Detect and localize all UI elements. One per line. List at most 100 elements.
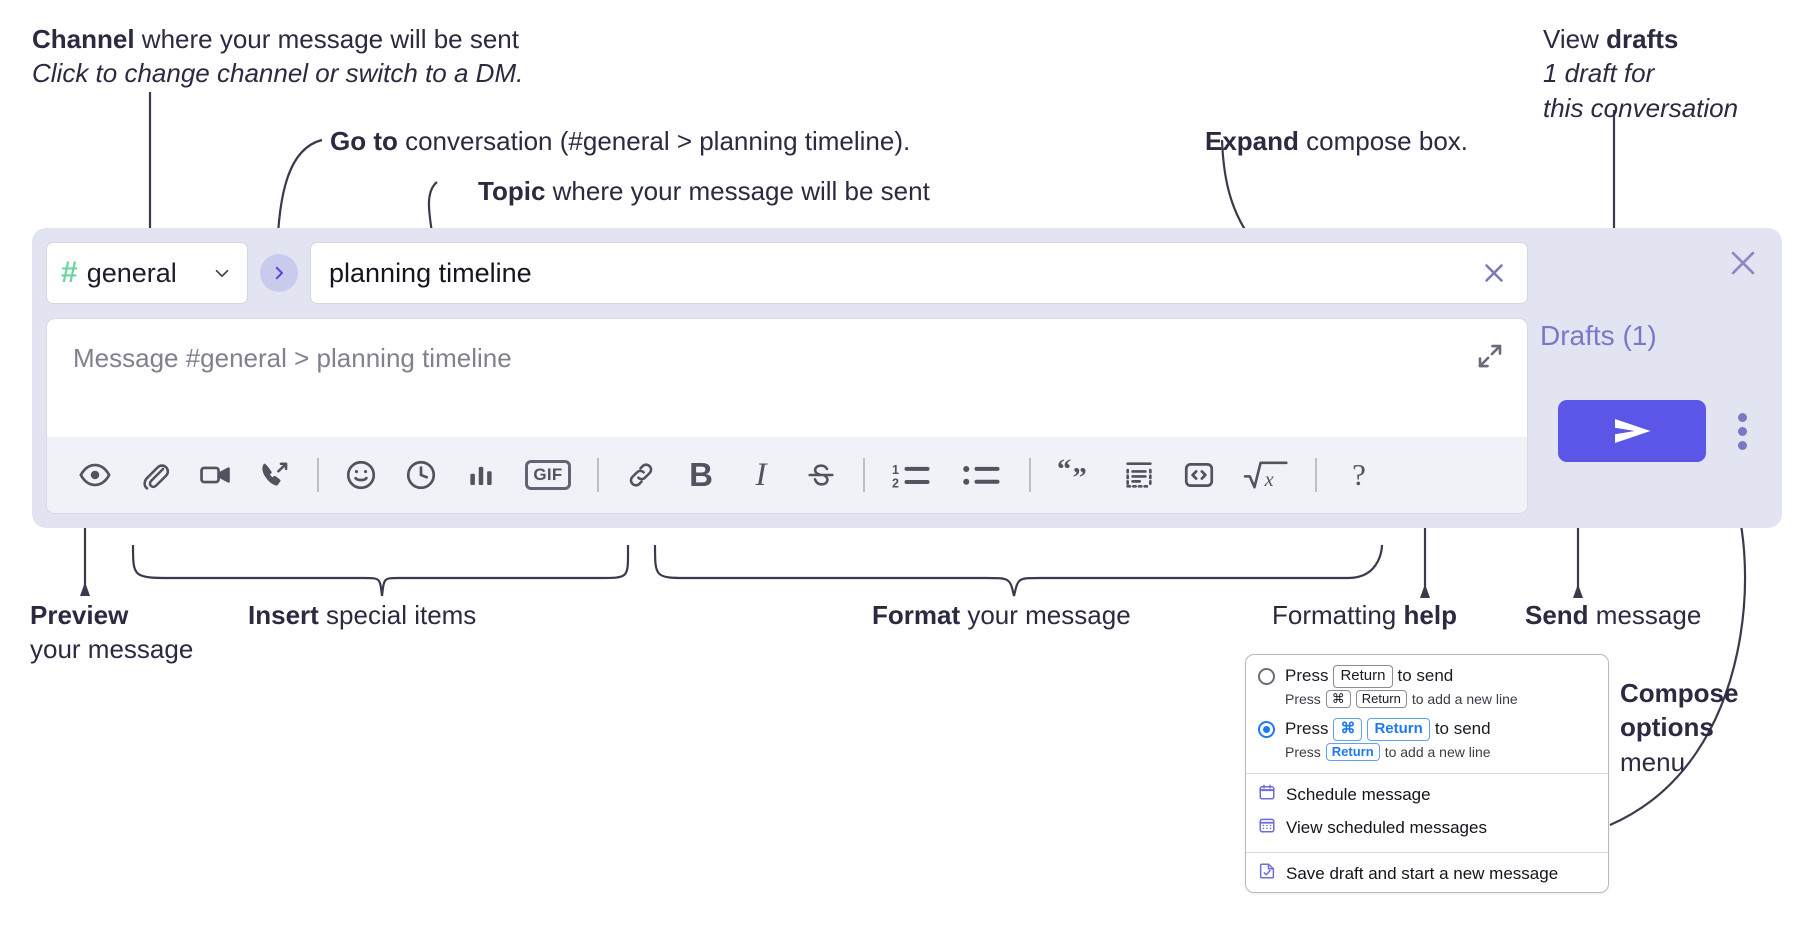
annotation-drafts-italic1: 1 draft for (1543, 58, 1655, 89)
annotation-preview-rest: your message (30, 634, 194, 665)
emoji-smiley-icon[interactable] (338, 452, 384, 498)
annotation-insert: Insert special items (248, 598, 476, 632)
bar-chart-icon[interactable] (458, 452, 504, 498)
italic-icon[interactable]: I (755, 456, 767, 493)
opt1-word1: Press (1285, 666, 1329, 686)
gif-icon[interactable]: GIF (518, 452, 578, 498)
annotation-format: Format your message (872, 598, 1131, 632)
menu-item-schedule-message[interactable]: Schedule message (1246, 778, 1608, 811)
annotation-drafts-italic2: this conversation (1543, 92, 1739, 123)
annotation-compose-strong1: Compose (1620, 678, 1739, 708)
math-icon[interactable]: x (1236, 452, 1296, 498)
annotation-topic-rest: where your message will be sent (545, 176, 930, 206)
toolbar-separator (317, 458, 319, 492)
toolbar-separator (1315, 458, 1317, 492)
close-icon[interactable] (1726, 246, 1760, 280)
code-block-icon[interactable] (1116, 452, 1162, 498)
opt1-sub-key-return: Return (1355, 689, 1407, 708)
drafts-link[interactable]: Drafts (1) (1540, 320, 1657, 351)
annotation-channel-strong: Channel (32, 24, 135, 54)
option-press-cmd-return-sub: Press Return to add a new line (1246, 741, 1608, 765)
message-input-placeholder: Message #general > planning timeline (73, 343, 512, 373)
bullet-list-icon[interactable] (954, 452, 1010, 498)
annotation-send: Send message (1525, 598, 1701, 632)
svg-text:“: “ (1057, 459, 1071, 486)
paperclip-icon[interactable] (132, 452, 178, 498)
annotation-preview: Preview your message (30, 598, 193, 667)
annotation-send-rest: message (1588, 600, 1702, 630)
topic-input[interactable]: planning timeline (310, 242, 1528, 304)
topic-input-value: planning timeline (329, 257, 532, 288)
menu-item-save-draft[interactable]: Save draft and start a new message (1246, 857, 1608, 890)
radio-selected[interactable] (1258, 720, 1275, 738)
channel-selector-button[interactable]: # general (46, 242, 248, 304)
link-icon[interactable] (618, 452, 664, 498)
compose-options-kebab-button[interactable] (1720, 400, 1764, 462)
message-input-box[interactable]: Message #general > planning timeline (46, 318, 1528, 514)
question-mark-icon[interactable]: ? (1352, 457, 1366, 492)
eye-icon[interactable] (72, 452, 118, 498)
send-button[interactable] (1558, 400, 1706, 462)
compose-options-menu: Press Return to send Press ⌘ Return to a… (1245, 654, 1609, 893)
opt2-sub-word2: to add a new line (1384, 743, 1491, 760)
menu-item-label: Schedule message (1286, 784, 1431, 804)
annotation-goto-rest: conversation (#general > planning timeli… (397, 126, 911, 156)
clear-topic-icon[interactable] (1479, 258, 1509, 288)
option-press-cmd-return-to-send[interactable]: Press ⌘ Return to send (1246, 712, 1608, 741)
annotation-format-strong: Format (872, 600, 961, 630)
annotation-send-strong: Send (1525, 600, 1589, 630)
phone-forward-icon[interactable] (252, 452, 298, 498)
menu-item-label: Save draft and start a new message (1286, 863, 1559, 883)
quote-icon[interactable]: “ ” (1050, 452, 1102, 498)
video-camera-icon[interactable] (192, 452, 238, 498)
opt1-key-return: Return (1333, 665, 1393, 688)
menu-divider (1246, 852, 1608, 853)
opt2-sub-word1: Press (1285, 743, 1321, 760)
annotation-help-strong: help (1403, 600, 1457, 630)
annotation-preview-strong: Preview (30, 600, 129, 630)
svg-text:2: 2 (892, 477, 899, 491)
toolbar-separator (863, 458, 865, 492)
annotation-format-rest: your message (960, 600, 1131, 630)
menu-divider (1246, 773, 1608, 774)
annotation-compose-rest: menu (1620, 746, 1686, 777)
opt1-sub-word1: Press (1285, 690, 1321, 707)
svg-text:1: 1 (892, 463, 899, 477)
ordered-list-icon[interactable]: 1 2 (884, 452, 940, 498)
calendar-grid-icon (1258, 816, 1276, 839)
opt2-key-cmd: ⌘ (1333, 718, 1363, 741)
send-paper-plane-icon (1615, 418, 1651, 444)
opt2-sub-key-return: Return (1325, 742, 1380, 761)
bold-icon[interactable]: B (689, 456, 713, 493)
clock-icon[interactable] (398, 452, 444, 498)
svg-text:”: ” (1072, 463, 1086, 491)
hash-icon: # (61, 256, 78, 289)
calendar-schedule-icon (1258, 783, 1276, 806)
radio-unselected[interactable] (1258, 667, 1275, 685)
goto-conversation-button[interactable] (260, 254, 298, 292)
chevron-right-icon (275, 266, 283, 280)
opt1-sub-word2: to add a new line (1411, 690, 1518, 707)
annotation-expand-rest: compose box. (1298, 126, 1469, 156)
opt2-word1: Press (1285, 719, 1329, 739)
save-draft-icon (1258, 862, 1276, 885)
option-press-return-to-send[interactable]: Press Return to send (1246, 659, 1608, 688)
menu-item-view-scheduled-messages[interactable]: View scheduled messages (1246, 811, 1608, 844)
opt2-key-return: Return (1367, 718, 1430, 741)
inline-code-icon[interactable] (1176, 452, 1222, 498)
annotation-topic-strong: Topic (478, 176, 546, 206)
opt1-word2: to send (1397, 666, 1454, 686)
compose-header-row: # general planning timeline (46, 242, 1528, 304)
opt2-word2: to send (1434, 719, 1491, 739)
expand-icon[interactable] (1475, 341, 1505, 371)
annotation-insert-rest: special items (318, 600, 477, 630)
annotation-goto-strong: Go to (330, 126, 398, 156)
toolbar-separator (1029, 458, 1031, 492)
opt1-sub-key-cmd: ⌘ (1325, 689, 1351, 708)
compose-inner: # general planning timeline (46, 242, 1528, 514)
strikethrough-icon[interactable] (798, 452, 844, 498)
annotation-channel-rest: where your message will be sent (134, 24, 519, 54)
menu-item-label: View scheduled messages (1286, 817, 1487, 837)
toolbar-separator (597, 458, 599, 492)
option-press-return-sub: Press ⌘ Return to add a new line (1246, 688, 1608, 712)
